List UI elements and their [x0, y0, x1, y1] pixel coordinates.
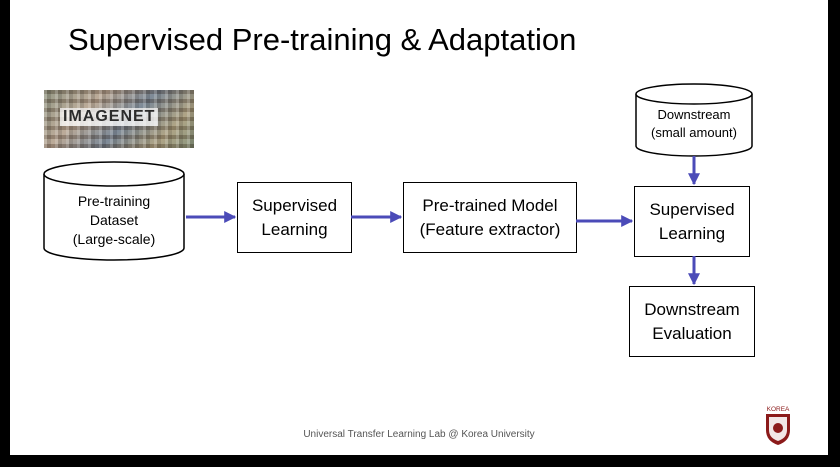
downstream-evaluation-box: Downstream Evaluation [629, 286, 755, 357]
korea-university-crest-logo: KOREA [766, 406, 790, 445]
slide-title: Supervised Pre-training & Adaptation [68, 22, 577, 57]
crest-text: KOREA [767, 406, 790, 413]
flow-arrows [186, 156, 700, 286]
imagenet-logo-text: IMAGENET [60, 108, 159, 126]
slide-footer: Universal Transfer Learning Lab @ Korea … [303, 429, 535, 440]
downstream-data-label: Downstream (small amount) [651, 107, 737, 140]
slide: Supervised Pre-training & Adaptation IMA… [10, 0, 828, 455]
supervised-learning-box-2: Supervised Learning [634, 186, 750, 257]
imagenet-image: IMAGENET [44, 90, 194, 148]
pretrained-model-box: Pre-trained Model (Feature extractor) [403, 182, 577, 253]
pretraining-dataset-cylinder [43, 161, 185, 261]
supervised-learning-box-1: Supervised Learning [237, 182, 352, 253]
pretraining-dataset-label: Pre-training Dataset (Large-scale) [72, 193, 156, 247]
downstream-data-cylinder [635, 83, 753, 157]
